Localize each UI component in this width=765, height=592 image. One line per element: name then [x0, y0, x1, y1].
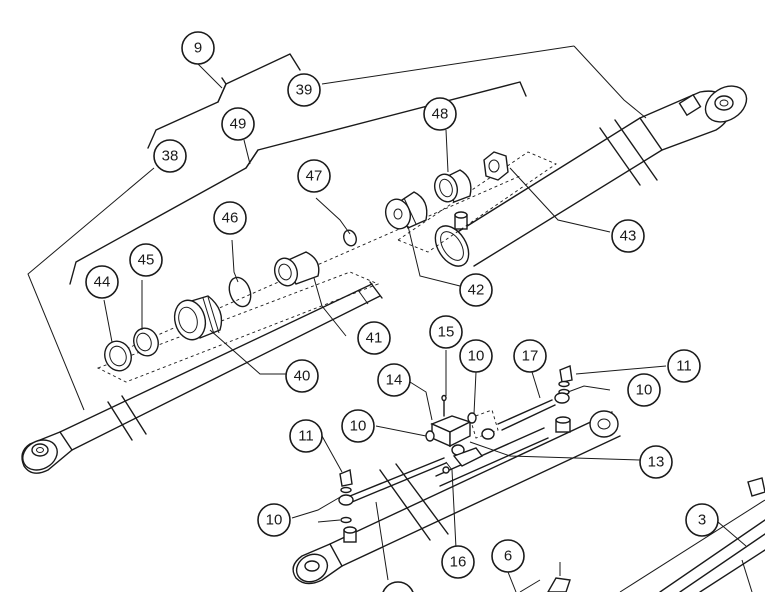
svg-text:47: 47 [306, 168, 323, 185]
svg-text:43: 43 [620, 228, 637, 245]
svg-text:16: 16 [450, 554, 467, 571]
svg-text:11: 11 [298, 428, 314, 445]
svg-text:17: 17 [522, 348, 539, 365]
callout-16: 16 [441, 545, 475, 579]
svg-text:10: 10 [636, 382, 653, 399]
group-bracket-38-39 [147, 53, 301, 149]
svg-text:9: 9 [194, 40, 202, 57]
seal-44 [104, 340, 132, 372]
callout-45: 45 [129, 243, 163, 277]
callout-3: 3 [685, 503, 719, 537]
svg-text:41: 41 [366, 330, 383, 347]
upper-cylinder-barrel [434, 85, 748, 267]
piston-seal-48 [433, 169, 472, 203]
svg-text:6: 6 [504, 548, 512, 565]
callout-41: 41 [357, 321, 391, 355]
callout-13: 13 [639, 445, 673, 479]
svg-text:46: 46 [222, 210, 239, 227]
svg-text:10: 10 [468, 348, 485, 365]
upper-cylinder-rod [21, 281, 383, 474]
nut-43 [483, 151, 509, 181]
fittings [338, 365, 573, 524]
callout-49: 49 [221, 107, 255, 141]
spacer-tube-41 [273, 251, 320, 287]
callout-6: 6 [491, 539, 525, 573]
frame-part-3 [619, 477, 765, 592]
svg-text:11: 11 [676, 358, 692, 375]
callout-9: 9 [181, 31, 215, 65]
svg-text:39: 39 [296, 82, 313, 99]
callout-10-a: 10 [459, 339, 493, 373]
callout-48: 48 [423, 97, 457, 131]
callout-42: 42 [459, 273, 493, 307]
callout-11-a: 11 [667, 349, 701, 383]
wiper-45 [133, 327, 159, 357]
gland-40 [173, 295, 223, 341]
callout-46: 46 [213, 201, 247, 235]
callout-10-b: 10 [341, 409, 375, 443]
bracket-part-6 [519, 562, 571, 592]
callout-10-d: 10 [257, 503, 291, 537]
leader-lines [27, 45, 747, 592]
piston-42 [384, 191, 428, 230]
snap-ring-47 [343, 229, 357, 247]
svg-text:15: 15 [438, 324, 455, 341]
svg-text:44: 44 [94, 274, 111, 291]
hydraulic-tube-lower [349, 457, 447, 503]
callout-14: 14 [377, 363, 411, 397]
callout-38: 38 [153, 139, 187, 173]
o-ring-46 [228, 276, 252, 308]
svg-text:42: 42 [468, 282, 485, 299]
callout-43: 43 [611, 219, 645, 253]
svg-text:38: 38 [162, 148, 179, 165]
callout-partial [382, 581, 414, 592]
callout-17: 17 [513, 339, 547, 373]
svg-text:49: 49 [230, 116, 247, 133]
callout-10-c: 10 [627, 373, 661, 407]
callout-47: 47 [297, 159, 331, 193]
callout-39: 39 [287, 73, 321, 107]
svg-text:10: 10 [266, 512, 283, 529]
manifold-block-14 [430, 409, 499, 448]
callout-40: 40 [285, 359, 319, 393]
svg-text:3: 3 [698, 512, 706, 529]
callout-11-b: 11 [289, 419, 323, 453]
svg-text:48: 48 [432, 106, 449, 123]
svg-text:13: 13 [648, 454, 665, 471]
group-bracket-49 [69, 81, 527, 285]
svg-text:10: 10 [350, 418, 367, 435]
callout-44: 44 [85, 265, 119, 299]
svg-text:40: 40 [294, 368, 311, 385]
hydraulic-tube-17 [497, 399, 556, 431]
callout-15: 15 [429, 315, 463, 349]
svg-text:45: 45 [138, 252, 155, 269]
lower-cylinder [292, 410, 621, 585]
svg-text:14: 14 [386, 372, 403, 389]
